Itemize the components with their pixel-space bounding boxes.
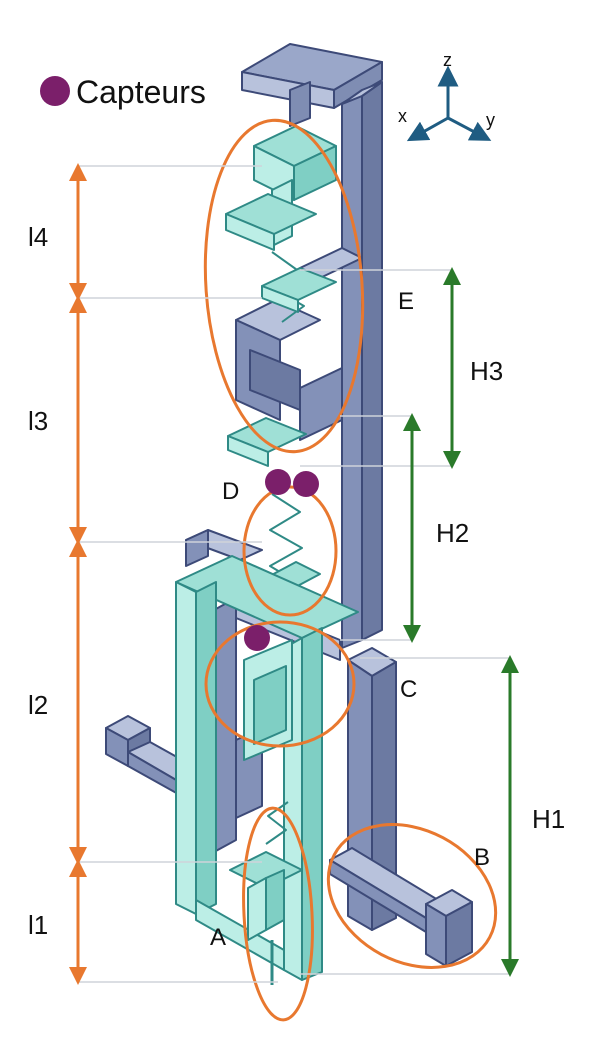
point-label-B: B [474,844,491,871]
secondary-structure [175,125,359,985]
dim-label-l4: l4 [28,222,49,252]
point-label-A: A [210,924,227,951]
left-dimensions [69,163,278,985]
ellipses [203,118,498,1022]
dim-label-l1: l1 [28,910,49,940]
sensor-dot [293,471,319,497]
sensors [244,469,319,651]
sensor-dot [265,469,291,495]
axes-glyph [406,65,492,142]
right-dimensions [300,267,519,977]
point-label-C: C [400,676,418,703]
axis-label-y: y [486,110,495,130]
axis-label-x: x [398,106,407,126]
ellipse-B [326,823,498,969]
ellipse-A [242,806,314,1022]
point-label-D: D [222,478,240,505]
main-column [105,43,473,967]
ellipse-C [204,620,356,748]
ellipse-E [203,118,365,454]
dim-label-H3: H3 [470,356,504,386]
legend-label: Capteurs [76,74,206,110]
dim-label-H1: H1 [532,804,566,834]
dim-label-l3: l3 [28,406,49,436]
axis-label-z: z [443,50,452,70]
sensor-dot [244,625,270,651]
dim-label-l2: l2 [28,690,49,720]
legend-sensor-marker [40,76,70,106]
point-label-E: E [398,288,415,315]
dim-label-H2: H2 [436,518,470,548]
